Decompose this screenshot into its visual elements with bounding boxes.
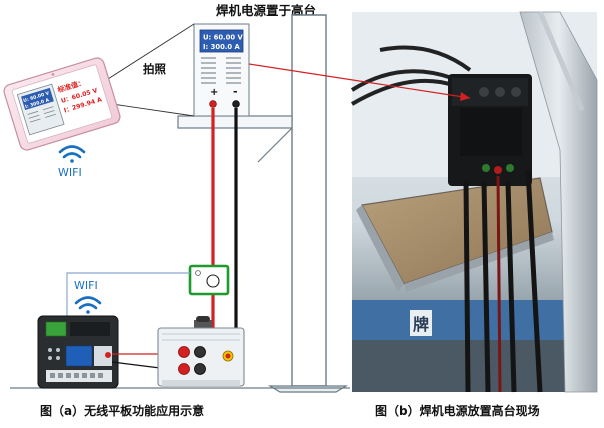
plus-terminal [209, 100, 217, 108]
photo-welding-cables [463, 169, 543, 393]
photo-sightline-top [96, 23, 195, 87]
load-bank [157, 316, 245, 387]
minus-terminal-label: - [233, 85, 238, 98]
load-terminal-red-bottom [178, 363, 190, 375]
steel-column [291, 14, 327, 387]
panel-a: 焊机电源置于高台 U: 60.00 V I: 300.0 A + [3, 3, 350, 393]
red-cable [192, 108, 215, 352]
column-brace [257, 127, 293, 163]
blue-wall-band [352, 300, 597, 340]
photo-label: 拍照 [143, 62, 166, 76]
photo-steel-beam [519, 11, 598, 393]
pointer-arrowhead [460, 92, 470, 101]
load-terminal-black-bottom [194, 363, 206, 375]
tester-screen [65, 345, 93, 367]
display-voltage: U: 60.00 V [203, 34, 243, 42]
photo-sightline-bottom [111, 103, 195, 117]
power-supply-display [199, 29, 244, 53]
minus-terminal [232, 100, 240, 108]
tablet: U: 60.00 V I: 300.0 A 标准值： U：60.05 V I：2… [3, 57, 121, 151]
load-terminal-black-top [194, 346, 206, 358]
vent-slots [201, 57, 241, 84]
welding-power-supply: U: 60.00 V I: 300.0 A + - [193, 23, 250, 117]
power-supply-title: 焊机电源置于高台 [216, 3, 316, 18]
current-clamp [188, 264, 230, 296]
photo-welding-machine [448, 74, 532, 186]
photo-overhead-cables [350, 45, 472, 106]
wifi-label-tablet: WIFI [58, 166, 82, 179]
plus-terminal-label: + [210, 87, 218, 98]
tester-black-lead [111, 361, 161, 369]
pointer-line [248, 63, 471, 99]
device-wifi-icon [74, 296, 102, 314]
wifi-label-device: WIFI [74, 279, 98, 292]
tester-device [37, 315, 119, 389]
wifi-icon [58, 145, 86, 163]
caption-b: 图（b）焊机电源放置高台现场 [375, 404, 540, 418]
panel-b-photo: 牌 [350, 11, 598, 393]
sign-character: 牌 [413, 315, 429, 334]
column-base [267, 385, 349, 393]
load-terminal-red-top [178, 346, 190, 358]
caption-a: 图（a）无线平板功能应用示意 [40, 404, 205, 418]
display-current: I: 300.0 A [203, 43, 240, 51]
